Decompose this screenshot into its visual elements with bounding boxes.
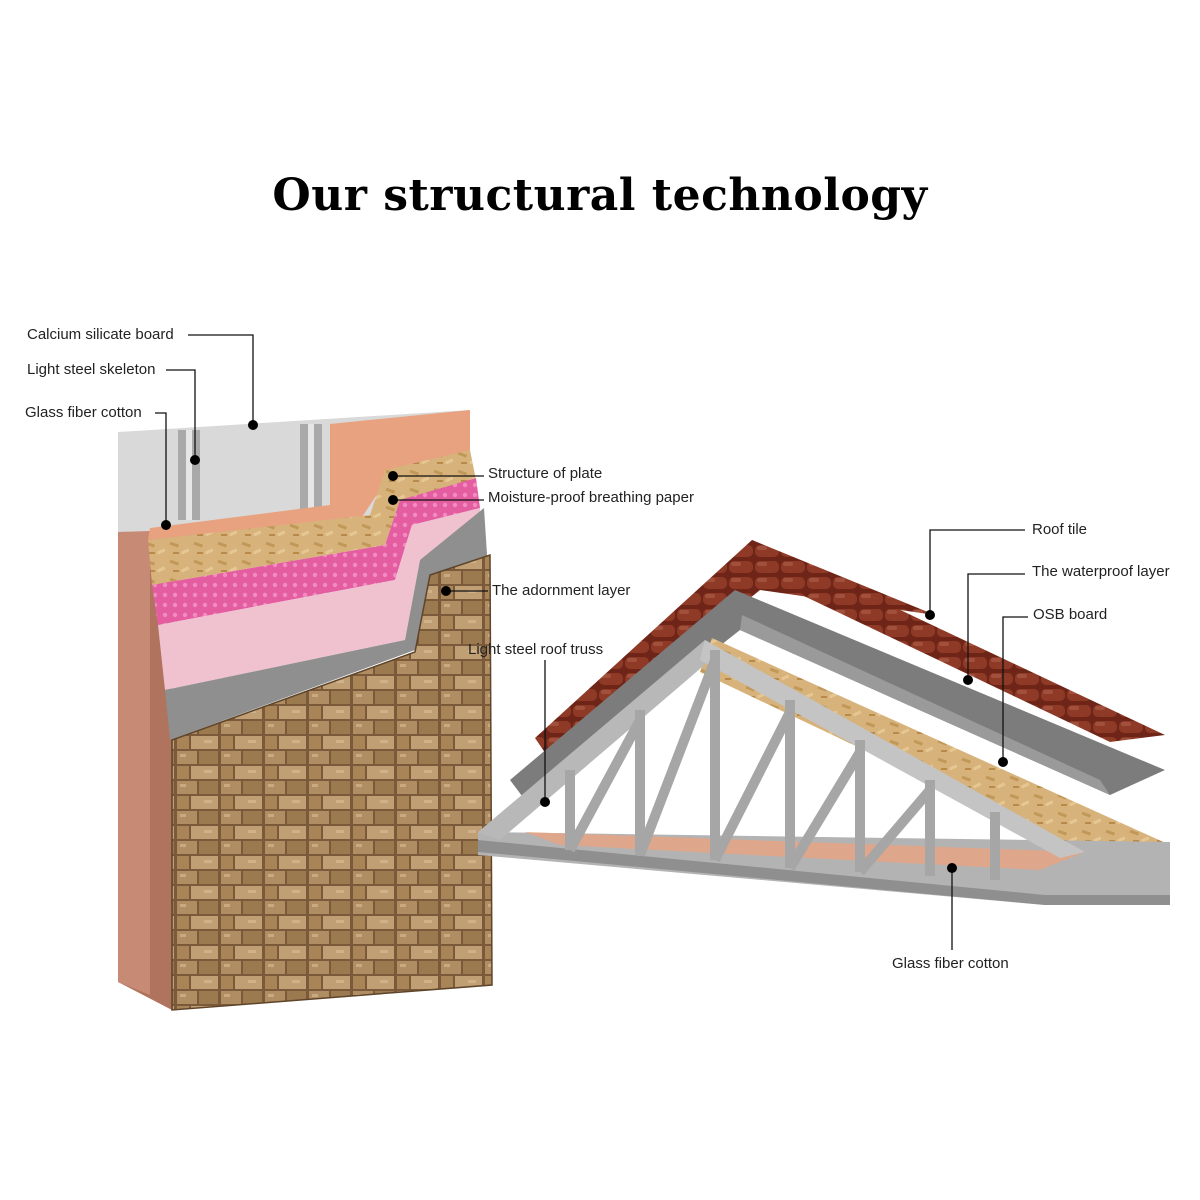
- label-moisture-proof-paper: Moisture-proof breathing paper: [488, 489, 694, 506]
- leader-glass-fiber-cotton: [155, 412, 167, 525]
- label-waterproof-layer: The waterproof layer: [1032, 563, 1170, 580]
- truss-webs: [565, 650, 1000, 880]
- label-structure-of-plate: Structure of plate: [488, 465, 603, 482]
- osb-board-shape: [700, 638, 1170, 855]
- leader-dots: [161, 420, 1008, 873]
- adornment-render-shape: [165, 508, 488, 740]
- label-osb-board: OSB board: [1033, 606, 1108, 623]
- moisture-proof-paper-shape: [152, 478, 480, 625]
- truss-right-rafter: [700, 640, 1085, 858]
- roof-section: [478, 540, 1170, 905]
- leader-lines: [155, 334, 1028, 950]
- label-light-steel-roof-truss: Light steel roof truss: [468, 641, 604, 658]
- waterproof-layer-shape: [510, 590, 1165, 800]
- leader-osb-board: [1002, 616, 1028, 762]
- leader-calcium-silicate-board: [188, 334, 254, 425]
- structure-of-plate-shape: [148, 450, 476, 585]
- leader-light-steel-skeleton: [166, 369, 196, 460]
- label-glass-fiber-cotton-wall: Glass fiber cotton: [25, 404, 142, 421]
- leader-roof-tile: [929, 529, 1025, 615]
- leader-waterproof-layer: [967, 573, 1025, 680]
- label-calcium-silicate-board: Calcium silicate board: [27, 326, 174, 343]
- wall-section: [118, 410, 493, 1011]
- label-adornment-layer: The adornment layer: [492, 582, 631, 599]
- label-roof-tile: Roof tile: [1032, 521, 1088, 538]
- label-light-steel-skeleton: Light steel skeleton: [27, 361, 156, 378]
- adornment-layer-stone: [172, 555, 492, 1010]
- glass-fiber-cotton-shape: [148, 410, 470, 540]
- page-title: Our structural technology: [272, 170, 928, 221]
- truss-left-rafter: [478, 640, 722, 840]
- label-glass-fiber-cotton-roof: Glass fiber cotton: [892, 955, 1009, 972]
